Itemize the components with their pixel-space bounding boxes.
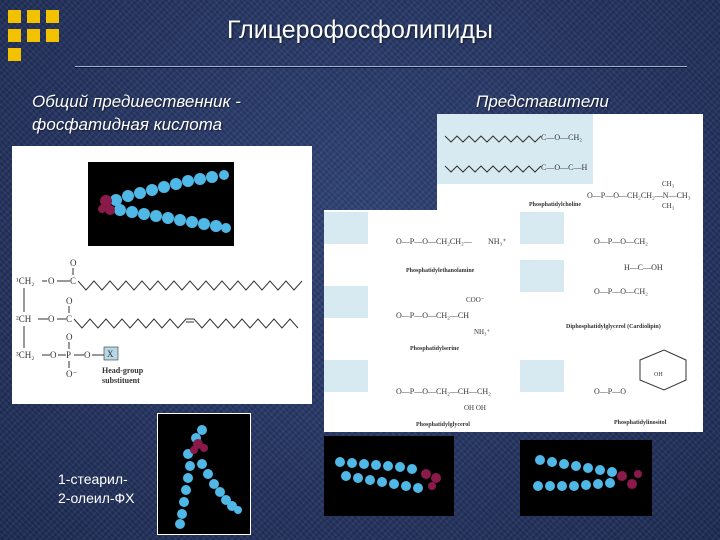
pc-model-figure <box>175 425 242 529</box>
headgroup-label-line-2: substituent <box>102 376 140 385</box>
pc-highlight <box>437 114 593 184</box>
svg-text:O—P—O—CH₂CH₂—: O—P—O—CH₂CH₂— <box>396 237 473 246</box>
svg-text:O: O <box>66 296 73 306</box>
svg-text:O—P—O—CH₂: O—P—O—CH₂ <box>594 287 648 296</box>
pc-model-atoms <box>175 425 242 529</box>
ps-coo: COO⁻ <box>466 296 485 304</box>
pc-structure-panel: C—O—CH₂ C—O—C—H O—P—O—CH₂CH₂—N—CH₃ CH₃ C… <box>437 114 703 210</box>
svg-text:O: O <box>70 258 77 268</box>
svg-text:OH: OH <box>654 372 663 378</box>
pc-n-methyl-top: CH₃ <box>662 180 675 188</box>
title-divider <box>75 66 687 68</box>
x-label: X <box>107 349 114 359</box>
svg-text:C—O—CH₂: C—O—CH₂ <box>541 133 582 142</box>
precursor-structure-panel: ¹CH₂ O C O ²CH O C O ³CH₂ O P O O⁻ O X H <box>12 146 312 404</box>
precursor-model-atoms <box>98 170 231 233</box>
phosphatidylcholine-label: Phosphatidylcholine <box>529 202 581 208</box>
left-subtitle-line-1: Общий предшественник - <box>32 92 241 111</box>
phosphatidylinositol-label: Phosphatidylinositol <box>614 420 667 426</box>
headgroup-box <box>103 346 119 361</box>
svg-text:O—P—O—CH₂CH₂—N—CH₃: O—P—O—CH₂CH₂—N—CH₃ <box>587 191 691 200</box>
pc-caption-line-2: 2-олеил-ФХ <box>58 490 135 506</box>
svg-text:H—C—OH: H—C—OH <box>624 263 663 272</box>
svg-text:O⁻: O⁻ <box>66 369 77 379</box>
svg-text:O: O <box>66 332 73 342</box>
pc-model-caption: 1-стеарил- 2-олеил-ФХ <box>58 470 135 508</box>
ps-nh3: NH₃⁺ <box>474 328 491 336</box>
svg-text:O: O <box>48 314 55 324</box>
pg-model-figure <box>533 455 642 491</box>
pe-nh3: NH₃⁺ <box>488 237 507 246</box>
pg-model-image <box>520 440 652 516</box>
svg-text:²CH: ²CH <box>16 314 32 324</box>
headgroup-label-line-1: Head-group <box>102 366 144 375</box>
svg-text:³CH₂: ³CH₂ <box>16 350 34 360</box>
cardiolipin-label: Diphosphatidylglycerol (Cardiolipin) <box>566 323 661 330</box>
svg-text:C—O—C—H: C—O—C—H <box>541 163 587 172</box>
svg-text:O—P—O—CH₂—CH—CH₂: O—P—O—CH₂—CH—CH₂ <box>396 387 491 396</box>
svg-text:P: P <box>66 350 71 360</box>
precursor-structure-figure: ¹CH₂ O C O ²CH O C O ³CH₂ O P O O⁻ O X H <box>16 162 303 385</box>
svg-text:O—P—O: O—P—O <box>594 387 626 396</box>
logo-squares-icon <box>8 10 68 68</box>
svg-text:O: O <box>84 350 91 360</box>
svg-text:O—P—O—CH₂: O—P—O—CH₂ <box>594 237 648 246</box>
phosphatidylethanolamine-label: Phosphatidylethanolamine <box>406 268 475 274</box>
right-subtitle: Представители <box>476 92 609 111</box>
svg-text:O: O <box>48 276 55 286</box>
svg-text:C: C <box>66 314 72 324</box>
representatives-structures-figure: O—P—O—CH₂CH₂— NH₃⁺ Phosphatidylethanolam… <box>324 212 687 428</box>
phosphatidylserine-label: Phosphatidylserine <box>410 346 459 352</box>
phosphatidylglycerol-label: Phosphatidylglycerol <box>416 422 470 428</box>
pe-model-figure <box>335 457 441 493</box>
representatives-structures-panel: O—P—O—CH₂CH₂— NH₃⁺ Phosphatidylethanolam… <box>324 210 703 432</box>
slide-title: Глицерофосфолипиды <box>227 16 493 44</box>
svg-text:C: C <box>70 276 76 286</box>
pe-model-image <box>324 436 454 516</box>
svg-text:O—P—O—CH₂—CH: O—P—O—CH₂—CH <box>396 311 469 320</box>
pc-caption-line-1: 1-стеарил- <box>58 471 128 487</box>
pc-n-methyl-bottom: CH₃ <box>662 202 675 210</box>
svg-text:OH OH: OH OH <box>464 404 486 412</box>
svg-text:¹CH₂: ¹CH₂ <box>16 276 34 286</box>
stearoyl-oleoyl-pc-model <box>157 413 251 535</box>
left-subtitle: Общий предшественник - фосфатидная кисло… <box>32 90 241 136</box>
left-subtitle-line-2: фосфатидная кислота <box>32 115 223 134</box>
svg-text:O: O <box>50 350 57 360</box>
pc-structure-figure: C—O—CH₂ C—O—C—H O—P—O—CH₂CH₂—N—CH₃ CH₃ C… <box>437 114 691 210</box>
